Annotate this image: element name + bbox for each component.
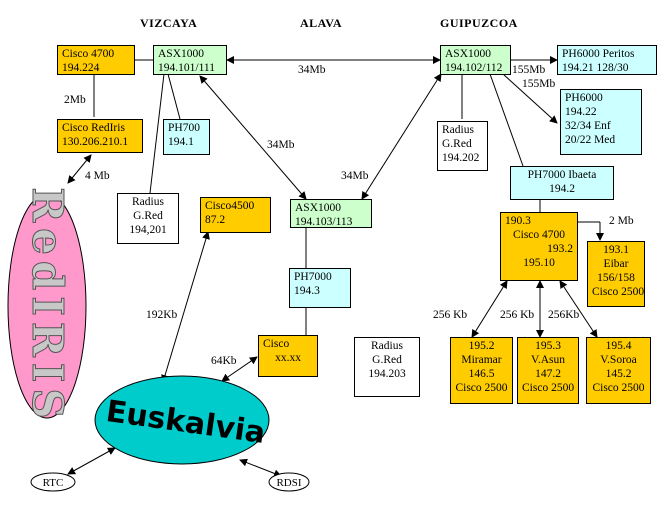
bandwidth-label: 2 Mb (609, 215, 634, 227)
bandwidth-label: 256 Kb (500, 309, 535, 321)
rdsi-label: RDSI (276, 477, 301, 489)
bandwidth-label: 2Mb (64, 94, 86, 106)
bandwidth-label: 256Kb (548, 309, 580, 321)
bandwidth-label: 192Kb (146, 309, 178, 321)
bandwidth-label: 64Kb (211, 355, 237, 367)
rtc-ellipse (30, 472, 76, 492)
bandwidth-label: 256 Kb (433, 309, 468, 321)
header-alava: ALAVA (300, 16, 343, 30)
bandwidth-label: 34Mb (267, 139, 295, 151)
header-vizcaya: VIZCAYA (140, 16, 198, 30)
bandwidth-label: 155Mb (512, 64, 546, 76)
bandwidth-label: 155Mb (522, 78, 556, 90)
header-guipuzcoa: GUIPUZCOA (440, 16, 518, 30)
bandwidth-label: 34Mb (341, 170, 369, 182)
rdsi-ellipse (268, 472, 310, 492)
bandwidth-label: 34Mb (298, 64, 326, 76)
euskalvia-ellipse (94, 375, 270, 465)
bandwidth-label: 4 Mb (85, 170, 110, 182)
connections (67, 56, 604, 478)
rediris-label: RedIRIS (23, 187, 72, 425)
rediris-ellipse (7, 193, 87, 419)
rtc-label: RTC (43, 477, 64, 489)
